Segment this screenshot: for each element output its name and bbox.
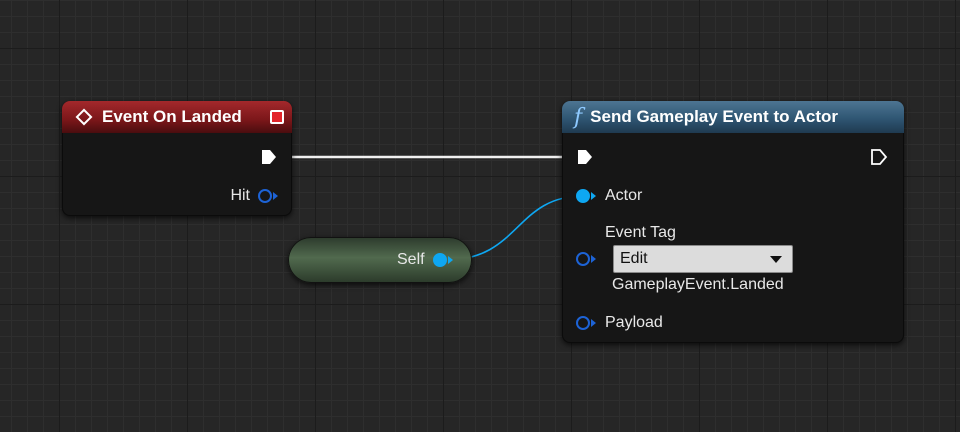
payload-pin-arrow-icon [591, 319, 596, 327]
hit-pin-arrow-icon [273, 192, 278, 200]
event-node-title: Event On Landed [102, 107, 242, 126]
stop-icon[interactable] [270, 110, 284, 124]
function-node-title: Send Gameplay Event to Actor [590, 107, 838, 126]
function-node-header[interactable]: f Send Gameplay Event to Actor [562, 101, 904, 133]
event-on-landed-node[interactable]: Event On Landed Hit [62, 101, 292, 216]
self-label: Self [397, 251, 425, 268]
hit-pin-label: Hit [230, 187, 250, 204]
actor-input-pin[interactable] [576, 189, 590, 203]
exec-output-pin[interactable] [870, 148, 888, 166]
self-reference-node[interactable]: Self [288, 237, 472, 283]
actor-pin-label: Actor [605, 187, 643, 204]
payload-input-pin[interactable] [576, 316, 590, 330]
payload-pin-label: Payload [605, 314, 663, 331]
event-tag-input-pin[interactable] [576, 252, 590, 266]
self-pin-arrow-icon [448, 256, 453, 264]
chevron-down-icon [770, 256, 782, 263]
send-gameplay-event-node[interactable]: f Send Gameplay Event to Actor Actor Eve… [562, 101, 904, 343]
event-diamond-icon [75, 108, 93, 126]
actor-pin-arrow-icon [591, 192, 596, 200]
event-tag-pin-label: Event Tag [605, 224, 676, 241]
event-tag-dropdown[interactable]: Edit [613, 245, 793, 273]
event-tag-value: GameplayEvent.Landed [612, 276, 784, 293]
event-tag-pin-arrow-icon [591, 255, 596, 263]
function-f-icon: f [574, 104, 583, 130]
exec-output-pin[interactable] [260, 148, 278, 166]
hit-output-pin[interactable] [258, 189, 272, 203]
self-output-pin[interactable] [433, 253, 447, 267]
event-tag-dropdown-value: Edit [620, 250, 648, 267]
event-node-header[interactable]: Event On Landed [62, 101, 292, 133]
exec-input-pin[interactable] [576, 148, 594, 166]
